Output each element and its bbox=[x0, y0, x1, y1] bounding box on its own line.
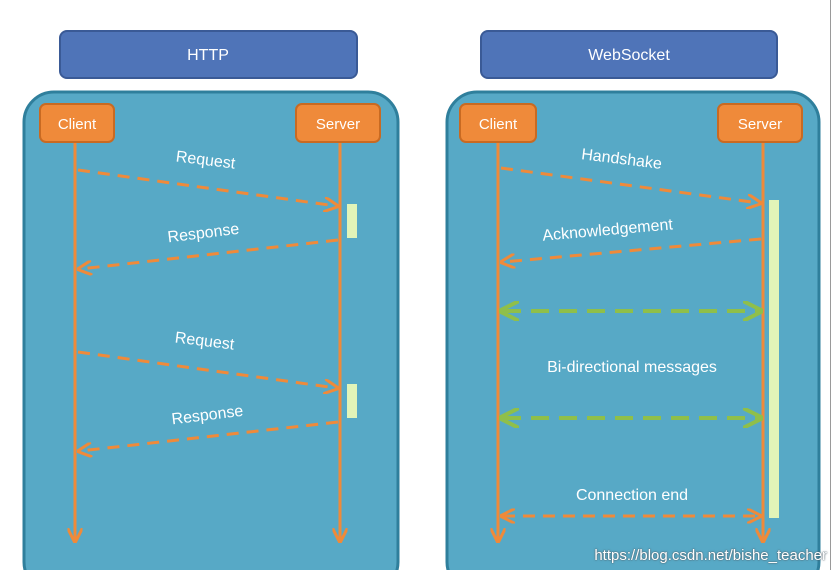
websocket-bidirectional-label: Bi-directional messages bbox=[547, 359, 717, 376]
http-request-arrow-2 bbox=[77, 350, 336, 388]
right-edge-rule bbox=[830, 0, 831, 570]
websocket-panel bbox=[445, 90, 821, 570]
http-section: HTTP Client Server Request Response Requ… bbox=[22, 30, 400, 570]
websocket-server-label: Server bbox=[738, 116, 782, 133]
http-server-label: Server bbox=[316, 116, 360, 133]
http-client-node bbox=[39, 103, 115, 143]
http-response-arrow-1 bbox=[80, 238, 339, 269]
http-response-arrow-2 bbox=[80, 420, 339, 451]
http-server-node bbox=[295, 103, 381, 143]
http-panel bbox=[22, 90, 400, 570]
http-title-box bbox=[59, 30, 358, 79]
websocket-client-label: Client bbox=[479, 116, 518, 133]
websocket-server-node bbox=[717, 103, 803, 143]
websocket-title-box bbox=[480, 30, 778, 79]
http-client-label: Client bbox=[58, 116, 97, 133]
websocket-connection-end-label: Connection end bbox=[576, 487, 688, 504]
websocket-server-activation bbox=[769, 200, 779, 518]
websocket-acknowledgement-arrow bbox=[503, 237, 762, 262]
http-request-arrow-1 bbox=[77, 168, 336, 206]
http-server-activation-1 bbox=[347, 204, 357, 238]
http-server-activation-2 bbox=[347, 384, 357, 418]
watermark-url: https://blog.csdn.net/bishe_teacher bbox=[594, 547, 827, 564]
websocket-title: WebSocket bbox=[588, 47, 670, 64]
websocket-client-node bbox=[459, 103, 537, 143]
websocket-section: WebSocket Client Server Handshake Acknow… bbox=[445, 30, 821, 570]
http-title: HTTP bbox=[187, 47, 229, 64]
websocket-handshake-arrow bbox=[500, 166, 759, 203]
